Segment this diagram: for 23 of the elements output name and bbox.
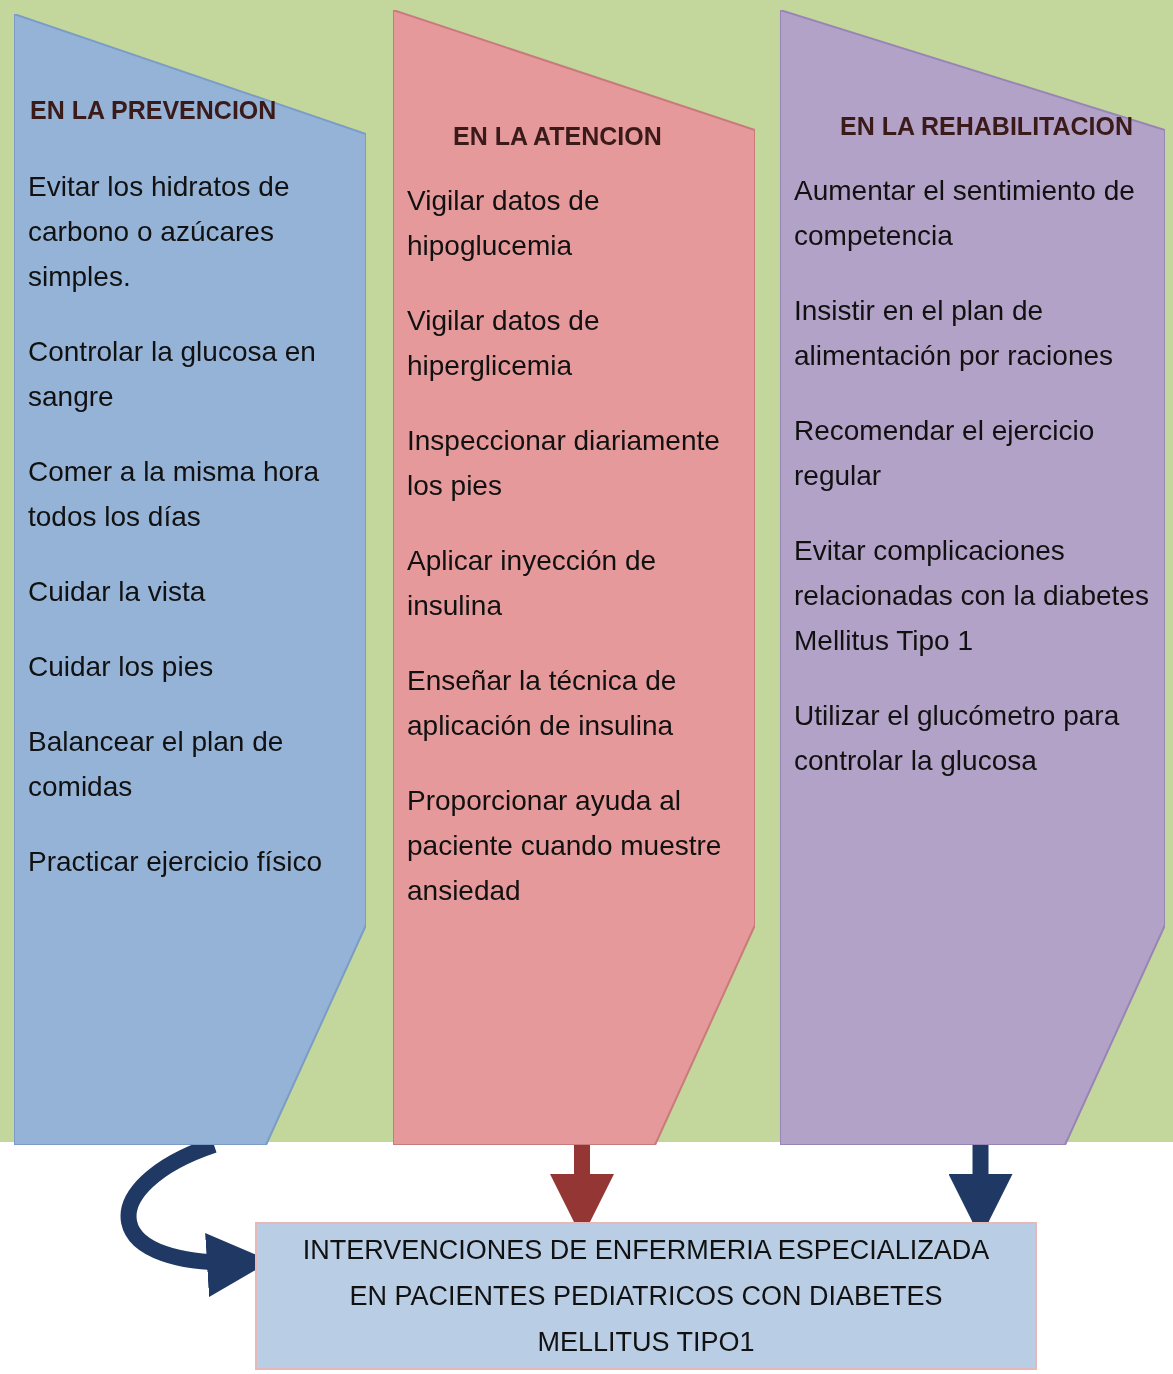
result-box bbox=[255, 1222, 1037, 1370]
list-item: Balancear el plan de comidas bbox=[28, 725, 285, 804]
list-item: Vigilar datos de hipoglucemia bbox=[407, 184, 601, 263]
list-item: Cuidar la vista bbox=[28, 575, 207, 609]
panel-heading: EN LA ATENCION bbox=[453, 121, 662, 152]
list-item: Inspeccionar diariamente los pies bbox=[407, 424, 721, 503]
list-item: Aplicar inyección de insulina bbox=[407, 544, 658, 623]
box-text: INTERVENCIONES DE ENFERMERIA ESPECIALIZADA EN PACIENTES PEDIATRICOS CON DIABETES MELLITUS TIPO1 bbox=[301, 1234, 991, 1359]
list-item: Insistir en el plan de alimentación por raciones bbox=[794, 294, 1115, 373]
list-item: Proporcionar ayuda al paciente cuando muestre ansiedad bbox=[407, 784, 723, 908]
list-item: Recomendar el ejercicio regular bbox=[794, 414, 1096, 493]
list-item: Evitar los hidratos de carbono o azúcares simples. bbox=[28, 170, 291, 294]
list-item: Practicar ejercicio físico bbox=[28, 845, 324, 879]
list-item: Cuidar los pies bbox=[28, 650, 215, 684]
panel-heading: EN LA PREVENCION bbox=[30, 95, 277, 126]
list-item: Comer a la misma hora todos los días bbox=[28, 455, 320, 534]
list-item: Enseñar la técnica de aplicación de insulina bbox=[407, 664, 678, 743]
list-item: Vigilar datos de hiperglicemia bbox=[407, 304, 601, 383]
list-item: Controlar la glucosa en sangre bbox=[28, 335, 317, 414]
list-item: Aumentar el sentimiento de competencia bbox=[794, 174, 1136, 253]
panel-heading: EN LA REHABILITACION bbox=[840, 111, 1134, 142]
list-item: Evitar complicaciones relacionadas con la diabetes Mellitus Tipo 1 bbox=[794, 534, 1150, 658]
list-item: Utilizar el glucómetro para controlar la glucosa bbox=[794, 699, 1121, 778]
